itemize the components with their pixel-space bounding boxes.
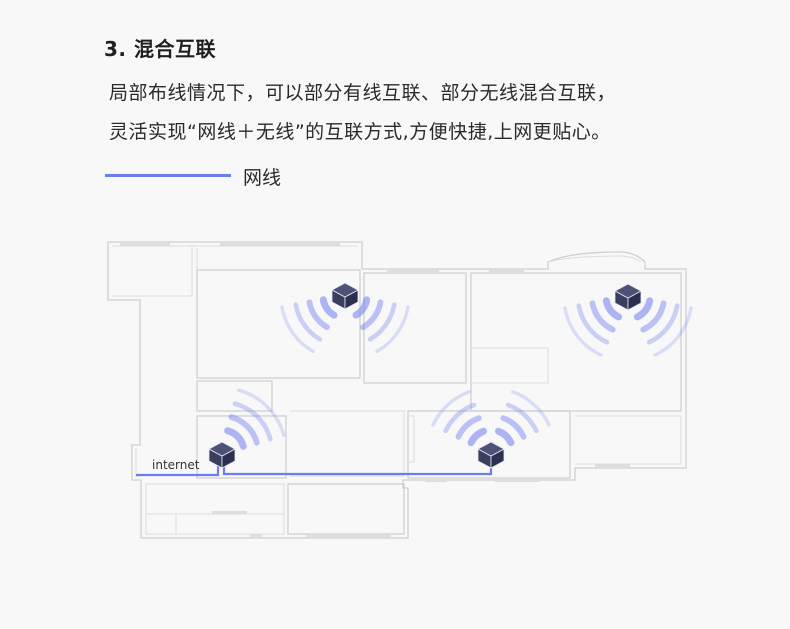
wifi-arc (280, 305, 315, 354)
wifi-arc (500, 415, 527, 440)
signal-waves-entry (224, 388, 286, 450)
section-title: 3. 混合互联 (104, 37, 216, 61)
signal-waves-bedroom (563, 297, 693, 357)
wifi-arc (224, 427, 247, 450)
wifi-arc (228, 414, 260, 446)
mesh-router-cube-icon (331, 282, 359, 310)
window-markers (120, 243, 630, 537)
cable-legend-line (105, 174, 231, 177)
mesh-router-cube-icon (614, 283, 642, 311)
cable-legend-label: 网线 (243, 167, 282, 189)
wifi-signal-waves (224, 296, 693, 450)
internet-label: internet (152, 458, 200, 472)
wifi-arc (467, 427, 487, 447)
description-line-2: 灵活实现“网线＋无线”的互联方式,方便快捷,上网更贴心。 (109, 121, 611, 143)
wifi-arc (653, 306, 693, 357)
wifi-arc (455, 415, 482, 440)
wifi-arc (367, 302, 397, 342)
wifi-arc (431, 390, 471, 427)
wifi-arc (589, 300, 616, 333)
wifi-arc (633, 297, 654, 321)
wifi-arc (505, 402, 539, 434)
wifi-arc (646, 303, 680, 345)
wifi-arc (375, 305, 410, 354)
description-line-1: 局部布线情况下，可以部分有线互联、部分无线混合互联， (109, 82, 617, 104)
wifi-arc (352, 296, 371, 319)
wifi-arc (576, 303, 610, 345)
cube-face (208, 441, 236, 457)
wifi-arc (232, 401, 273, 442)
cube-face (331, 282, 359, 298)
wifi-arc (306, 299, 330, 331)
wifi-arc (319, 296, 338, 319)
mesh-router-cube-icon (208, 441, 236, 469)
wifi-arc (640, 300, 667, 333)
wifi-arc (360, 299, 384, 331)
signal-waves-living-room (280, 296, 410, 354)
mesh-router-cube-icon (477, 441, 505, 469)
wifi-arc (563, 306, 603, 357)
wifi-arc (602, 297, 623, 321)
mesh-router-devices (208, 282, 642, 469)
wifi-arc (293, 302, 323, 342)
wifi-arc (236, 388, 286, 438)
cube-face (477, 441, 505, 457)
signal-waves-kitchen (431, 390, 551, 447)
cube-face (614, 283, 642, 299)
wifi-arc (443, 402, 477, 434)
wifi-arc (495, 427, 515, 447)
floor-plan-walls (107, 241, 687, 539)
wifi-arc (511, 390, 551, 427)
